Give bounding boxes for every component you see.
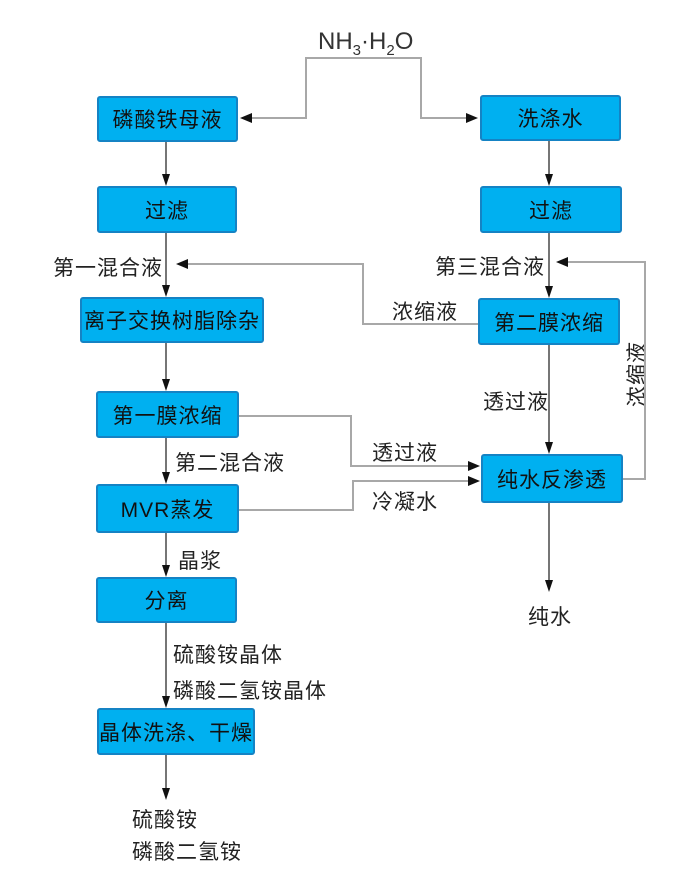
label-permeate-from-membrane1: 透过液 <box>372 442 438 465</box>
node-iron-phosphate-mother-liquor: 磷酸铁母液 <box>97 96 238 142</box>
flow-washwater-to-filter <box>548 141 550 176</box>
arrowhead-into-mother-liquor <box>240 113 252 123</box>
reagent-part: NH <box>318 28 353 55</box>
reagent-part: ·H <box>361 28 387 55</box>
arrowhead-into-third-mix <box>556 257 568 267</box>
flow-ro-to-purewater <box>548 503 550 582</box>
connector-ro-concentrate-out <box>623 478 646 480</box>
flow-separation-to-crystalwash <box>165 623 167 697</box>
label-pure-water-output: 纯水 <box>528 606 572 629</box>
arrowhead-condensate-into-ro <box>468 476 480 486</box>
node-second-membrane-concentration: 第二膜浓缩 <box>478 298 620 345</box>
flow-filter-to-ionexchange <box>165 233 167 287</box>
arrowhead-into-crystal-wash <box>162 696 170 708</box>
flow-membrane1-to-mvr <box>165 438 167 474</box>
arrowhead-to-products <box>162 788 170 800</box>
label-monoammonium-phosphate-crystal: 磷酸二氢铵晶体 <box>173 680 327 703</box>
label-ammonium-sulfate-product: 硫酸铵 <box>132 809 198 832</box>
connector-concentrate-from-membrane2 <box>363 323 478 325</box>
connector-condensate-to-ro <box>353 480 468 482</box>
node-filter-right: 过滤 <box>480 186 622 233</box>
flow-crystalwash-to-products <box>165 755 167 789</box>
arrowhead-to-pure-water <box>545 580 553 592</box>
node-first-membrane-concentration: 第一膜浓缩 <box>96 391 239 438</box>
reagent-part: O <box>394 28 414 55</box>
node-mvr-evaporation: MVR蒸发 <box>96 484 239 533</box>
connector-ro-concentrate-riser <box>644 261 646 480</box>
connector-permeate-drop <box>350 415 352 467</box>
connector-condensate-from-mvr <box>239 509 354 511</box>
label-concentrate-to-first-mix: 浓缩液 <box>392 301 458 324</box>
connector-permeate-to-ro <box>351 465 468 467</box>
arrowhead-into-mvr <box>162 472 170 484</box>
connector-concentrate-riser <box>362 263 364 325</box>
label-first-mixed-liquid: 第一混合液 <box>53 257 163 280</box>
label-second-mixed-liquid: 第二混合液 <box>175 452 285 475</box>
reagent-subscript: 2 <box>386 41 395 59</box>
connector-reagent-top <box>306 57 422 59</box>
connector-reagent-left-drop <box>305 57 307 119</box>
connector-reagent-right-drop <box>420 57 422 119</box>
arrowhead-into-membrane2 <box>545 286 553 298</box>
node-ion-exchange-resin: 离子交换树脂除杂 <box>80 297 264 343</box>
flow-ionexchange-to-membrane1 <box>165 343 167 381</box>
label-permeate-from-membrane2: 透过液 <box>483 391 549 414</box>
flow-mvr-to-separation <box>165 533 167 567</box>
arrowhead-into-first-mix <box>176 259 188 269</box>
arrowhead-into-wash-water <box>466 113 478 123</box>
flow-membrane2-to-ro <box>548 345 550 444</box>
arrowhead-permeate-into-ro <box>468 461 480 471</box>
reagent-subscript: 3 <box>352 41 362 59</box>
arrowhead-into-filter-left <box>162 174 170 186</box>
node-washing-water: 洗涤水 <box>480 95 621 141</box>
reagent-label: NH3·H2O <box>318 28 413 59</box>
label-monoammonium-phosphate-product: 磷酸二氢铵 <box>132 841 242 864</box>
arrowhead-into-separation <box>162 565 170 577</box>
arrowhead-into-membrane1 <box>162 379 170 391</box>
label-concentrate-loop-vertical: 浓缩液 <box>626 341 649 407</box>
arrowhead-into-ro <box>545 442 553 454</box>
node-crystal-washing-drying: 晶体洗涤、干燥 <box>97 708 255 755</box>
arrowhead-into-filter-right <box>545 174 553 186</box>
label-crystal-slurry: 晶浆 <box>178 550 222 573</box>
label-ammonium-sulfate-crystal: 硫酸铵晶体 <box>173 644 283 667</box>
connector-condensate-riser <box>352 480 354 511</box>
connector-reagent-to-mother-liquor <box>252 117 306 119</box>
connector-ro-concentrate-to-thirdmix <box>566 261 645 263</box>
node-pure-water-reverse-osmosis: 纯水反渗透 <box>481 454 623 503</box>
label-third-mixed-liquid: 第三混合液 <box>435 256 545 279</box>
node-separation: 分离 <box>96 577 237 623</box>
connector-permeate-from-membrane1 <box>239 415 352 417</box>
node-filter-left: 过滤 <box>97 186 237 233</box>
arrowhead-into-ion-exchange <box>162 285 170 297</box>
connector-concentrate-to-firstmix <box>188 263 363 265</box>
flow-filter-to-membrane2 <box>548 233 550 288</box>
connector-reagent-to-wash-water <box>421 117 468 119</box>
label-condensed-water: 冷凝水 <box>372 491 438 514</box>
flow-motherliquor-to-filter <box>165 142 167 176</box>
